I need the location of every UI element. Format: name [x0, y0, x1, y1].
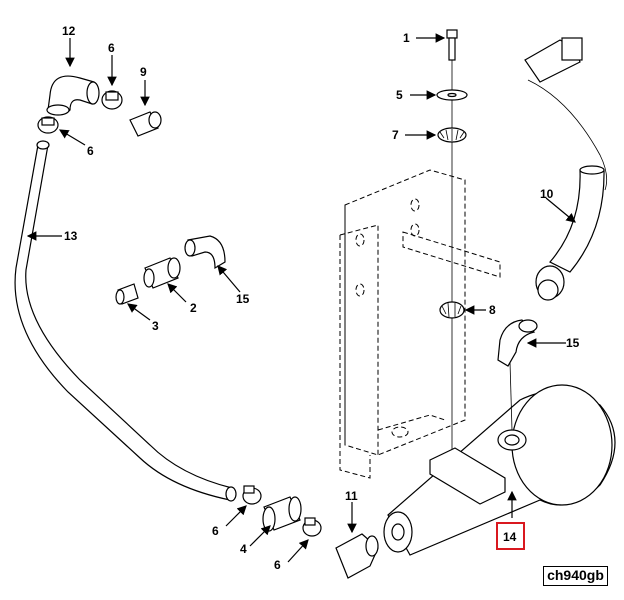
- hose-nut-part: [535, 265, 565, 301]
- elbow-adapter-part: [497, 319, 538, 367]
- callout-9: 9: [140, 65, 147, 79]
- callout-4: 4: [240, 542, 247, 556]
- callout-8: 8: [489, 303, 496, 317]
- coupling-part: [262, 496, 302, 532]
- elbow-adapter-part: [184, 235, 226, 270]
- callout-5: 5: [396, 88, 403, 102]
- callout-6-bottom-left: 6: [212, 524, 219, 538]
- callout-12: 12: [62, 24, 76, 38]
- callout-6-bottom-right: 6: [274, 558, 281, 572]
- leader-lines: [26, 33, 576, 563]
- pipe-nipple-part: [129, 111, 162, 137]
- assembly-line: [509, 361, 513, 431]
- callout-7: 7: [392, 128, 399, 142]
- callout-11: 11: [345, 489, 358, 503]
- lock-washer-part: [437, 127, 467, 143]
- callout-13: 13: [64, 229, 78, 243]
- callout-1: 1: [403, 31, 410, 45]
- callout-2: 2: [190, 301, 197, 315]
- elbow-fitting-part: [335, 533, 379, 579]
- callout-6-left: 6: [87, 144, 94, 158]
- callout-15-right: 15: [566, 336, 580, 350]
- hose-clamp-part: [37, 116, 59, 134]
- washer-part: [436, 89, 468, 101]
- long-hose-part: [14, 140, 237, 502]
- adapter-part: [115, 283, 139, 305]
- callout-14: 14: [503, 530, 517, 544]
- hose-clamp-part: [101, 90, 123, 110]
- figure-id-label: ch940gb: [543, 566, 608, 586]
- callout-15-left: 15: [236, 292, 250, 306]
- callout-6-top: 6: [108, 41, 115, 55]
- highlight-box: [496, 522, 525, 550]
- tank-part: [383, 384, 616, 556]
- lock-washer-lower-part: [439, 301, 465, 319]
- sensor-cable-part: [524, 37, 608, 191]
- hose-clamp-part: [242, 485, 262, 505]
- callout-3: 3: [152, 319, 159, 333]
- mounting-bracket-phantom: [339, 169, 501, 479]
- bolt-part: [446, 29, 458, 61]
- callout-10: 10: [540, 187, 554, 201]
- coupling-part: [143, 257, 181, 289]
- elbow-fitting-part: [46, 75, 100, 116]
- hose-clamp-part: [302, 517, 322, 537]
- hose-part: [549, 165, 605, 273]
